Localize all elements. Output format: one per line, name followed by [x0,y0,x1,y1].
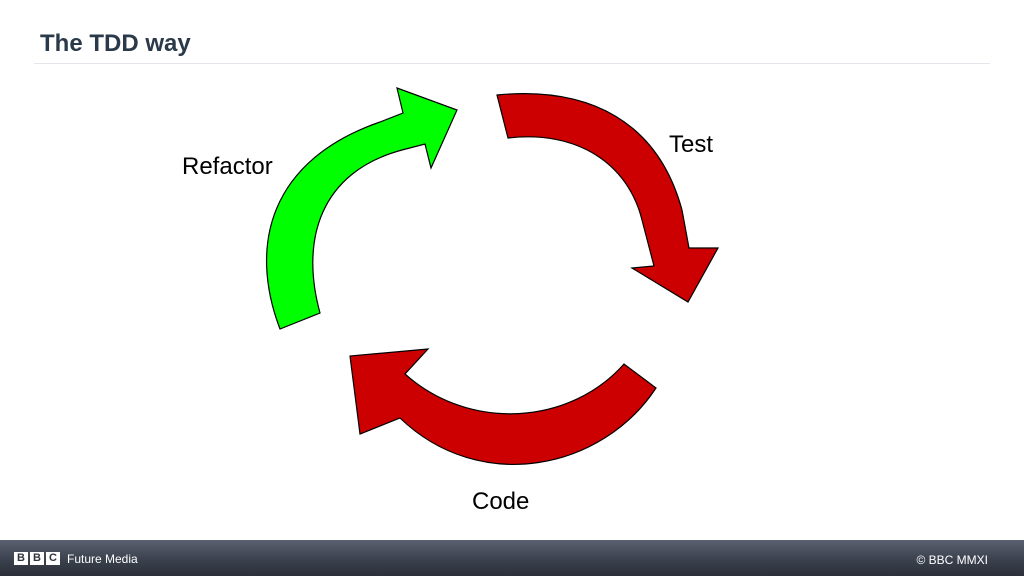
refactor-label: Refactor [182,153,273,180]
bbc-logo: B B C [14,552,60,565]
test-arrow [496,93,720,303]
tdd-cycle-diagram: Test Code Refactor [182,87,720,515]
slide-title: The TDD way [40,30,191,57]
test-label: Test [669,131,713,158]
code-label: Code [472,488,529,515]
bbc-logo-block: B [14,552,28,565]
bbc-logo-block: B [30,552,44,565]
title-divider [34,63,990,64]
bbc-logo-block: C [46,552,60,565]
code-arrow [349,348,657,465]
footer-division: Future Media [67,552,138,566]
footer-bar: B B C Future Media © BBC MMXI [0,540,1024,576]
refactor-arrow [265,87,458,330]
footer-copyright: © BBC MMXI [916,553,988,567]
